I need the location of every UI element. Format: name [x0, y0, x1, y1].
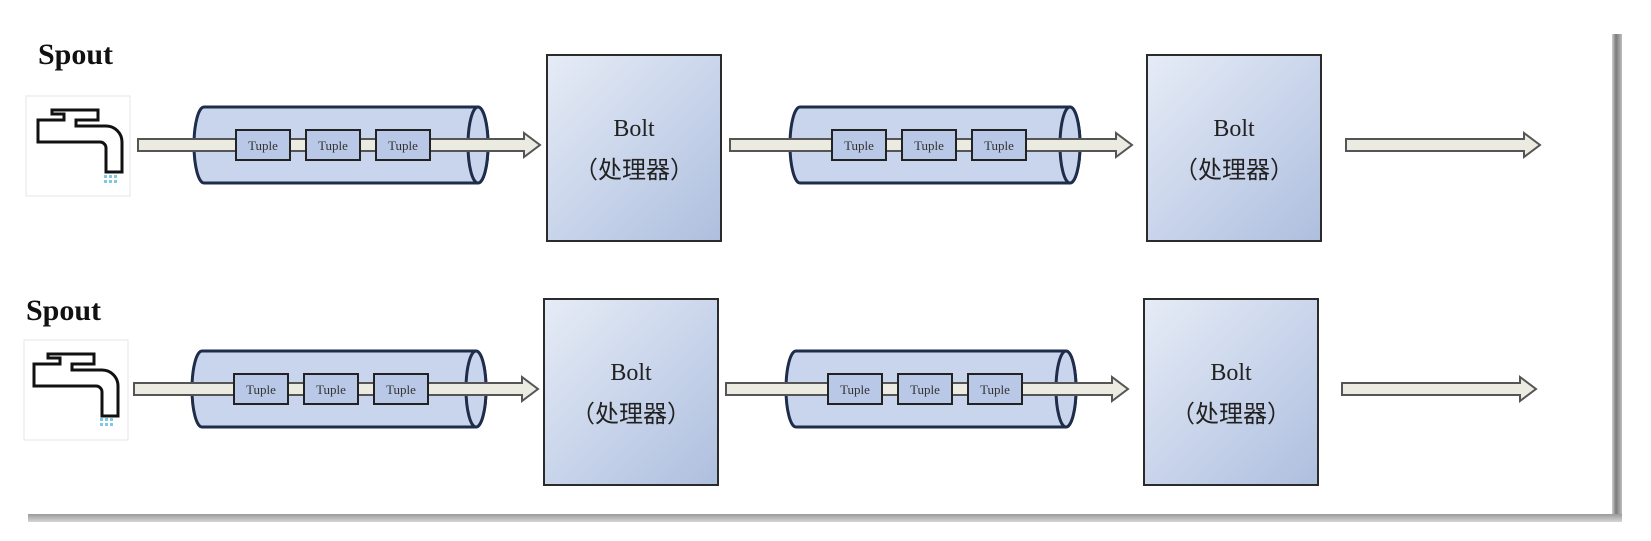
tuple-box: Tuple — [897, 373, 953, 405]
tuple-box: Tuple — [967, 373, 1023, 405]
tuple-box: Tuple — [373, 373, 429, 405]
tuple-label: Tuple — [248, 138, 278, 153]
bolt-title: Bolt — [613, 116, 655, 142]
bolt-title: Bolt — [1210, 360, 1252, 386]
faucet-icon — [23, 339, 129, 441]
tuple-box: Tuple — [831, 129, 887, 161]
bolt-box-row1-1: Bolt （处理器） — [546, 54, 722, 242]
frame-shadow-right — [1612, 34, 1622, 518]
tuple-box: Tuple — [901, 129, 957, 161]
bolt-box-row2-2: Bolt （处理器） — [1143, 298, 1319, 486]
tuple-label: Tuple — [980, 382, 1010, 397]
spout-label-row-2: Spout — [26, 294, 102, 327]
spout-label-row-1: Spout — [38, 38, 114, 71]
tuple-box: Tuple — [235, 129, 291, 161]
tuple-label: Tuple — [388, 138, 418, 153]
tuple-box: Tuple — [303, 373, 359, 405]
bolt-box-row2-1: Bolt （处理器） — [543, 298, 719, 486]
tuple-box: Tuple — [375, 129, 431, 161]
bolt-title: Bolt — [610, 360, 652, 386]
tuple-label: Tuple — [386, 382, 416, 397]
tuple-label: Tuple — [984, 138, 1014, 153]
tuple-box: Tuple — [827, 373, 883, 405]
bolt-subtitle: （处理器） — [574, 156, 694, 184]
tuple-label: Tuple — [914, 138, 944, 153]
bolt-box-row1-2: Bolt （处理器） — [1146, 54, 1322, 242]
tuple-label: Tuple — [318, 138, 348, 153]
tuple-box: Tuple — [305, 129, 361, 161]
frame-shadow-bottom — [28, 514, 1622, 522]
faucet-icon — [25, 95, 131, 197]
arrow-right-icon — [1345, 131, 1542, 159]
bolt-subtitle: （处理器） — [571, 400, 691, 428]
bolt-title: Bolt — [1213, 116, 1255, 142]
tuple-label: Tuple — [910, 382, 940, 397]
tuple-box: Tuple — [233, 373, 289, 405]
tuple-label: Tuple — [840, 382, 870, 397]
tuple-label: Tuple — [844, 138, 874, 153]
tuple-box: Tuple — [971, 129, 1027, 161]
arrow-right-icon — [1341, 375, 1538, 403]
tuple-label: Tuple — [316, 382, 346, 397]
bolt-subtitle: （处理器） — [1171, 400, 1291, 428]
tuple-label: Tuple — [246, 382, 276, 397]
bolt-subtitle: （处理器） — [1174, 156, 1294, 184]
